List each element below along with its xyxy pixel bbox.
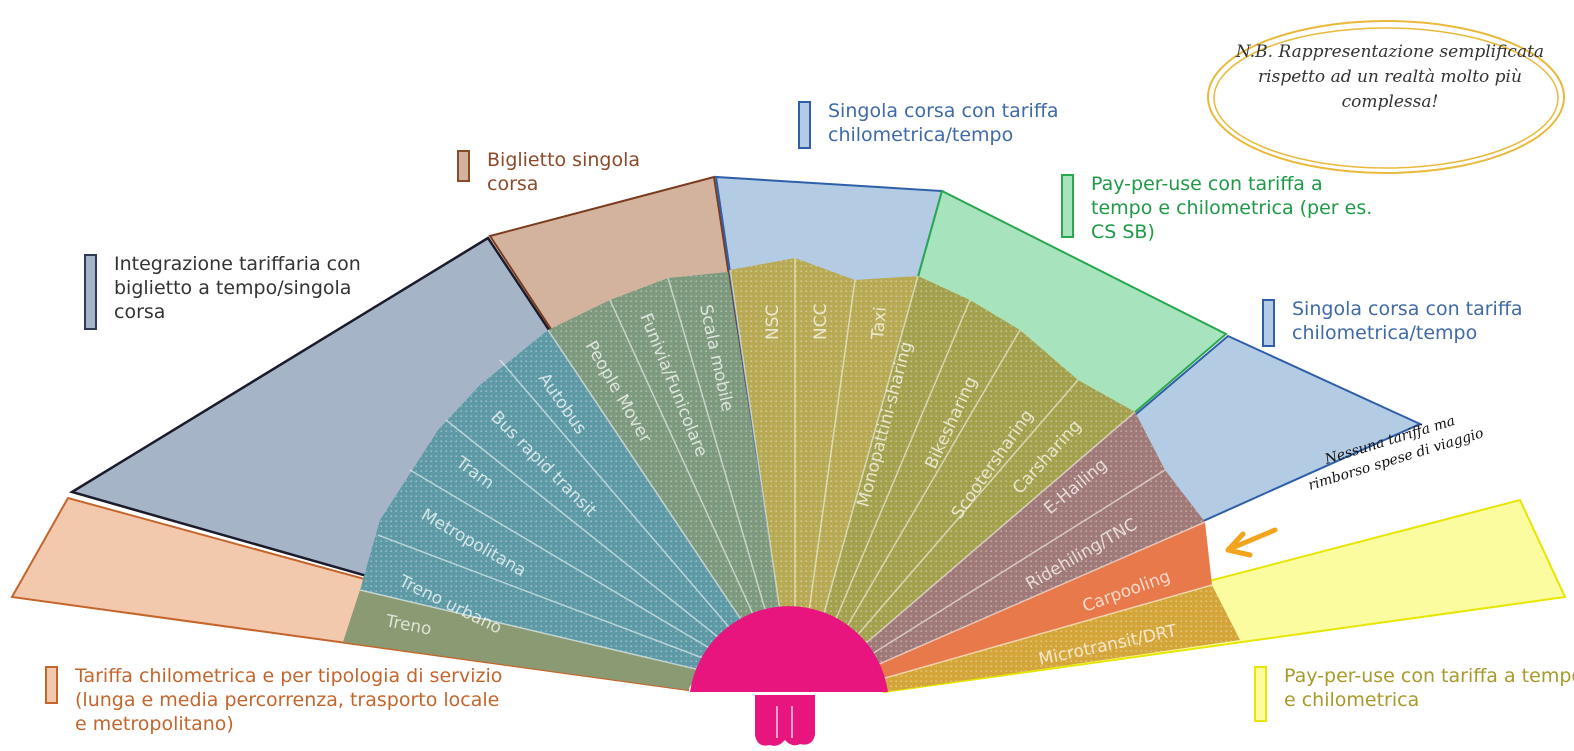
legend-singola-corsa-2: Singola corsa con tariffa chilometrica/t… bbox=[1262, 297, 1532, 347]
mode-sector-treno bbox=[343, 590, 700, 690]
legend-biglietto: Biglietto singola corsa bbox=[457, 148, 697, 196]
legend-text: Biglietto singola corsa bbox=[487, 149, 641, 195]
legend-swatch bbox=[84, 254, 97, 330]
legend-singola-corsa-1: Singola corsa con tariffa chilometrica/t… bbox=[798, 99, 1128, 149]
legend-swatch bbox=[457, 150, 470, 182]
mode-sector-microtransit-dots bbox=[878, 585, 1240, 692]
mode-sector-hailing-dots bbox=[858, 412, 1205, 668]
mode-sector-ncc-dots bbox=[730, 258, 918, 635]
legend-text: Pay-per-use con tariffa a tempo e chilom… bbox=[1091, 173, 1373, 243]
legend-pay-per-use-1: Pay-per-use con tariffa a tempo e chilom… bbox=[1061, 172, 1376, 244]
fan-handle-base bbox=[755, 695, 815, 746]
legend-swatch bbox=[1262, 299, 1275, 347]
legend-swatch bbox=[1254, 666, 1267, 722]
note-ellipse bbox=[1207, 20, 1565, 174]
legend-text: Pay-per-use con tariffa a tempo e chilom… bbox=[1284, 665, 1574, 711]
legend-text: Integrazione tariffaria con biglietto a … bbox=[114, 253, 361, 323]
mode-sector-carpooling bbox=[870, 522, 1212, 680]
legend-swatch bbox=[45, 666, 58, 704]
arrow-icon bbox=[1225, 527, 1278, 558]
legend-text: Singola corsa con tariffa chilometrica/t… bbox=[828, 100, 1059, 146]
fan-handle bbox=[690, 606, 888, 692]
legend-integrazione: Integrazione tariffaria con biglietto a … bbox=[84, 252, 394, 330]
note-text: N.B. Rappresentazione semplificata rispe… bbox=[1235, 42, 1545, 112]
mode-label-taxi: Taxi bbox=[868, 306, 891, 341]
legend-text: Singola corsa con tariffa chilometrica/t… bbox=[1292, 298, 1523, 344]
legend-text: Tariffa chilometrica e per tipologia di … bbox=[75, 665, 503, 735]
legend-tariffa-chilometrica: Tariffa chilometrica e per tipologia di … bbox=[45, 664, 515, 736]
mode-sector-impianti-dots bbox=[548, 272, 783, 636]
legend-swatch bbox=[798, 101, 811, 149]
mode-label-ncc: NCC bbox=[811, 304, 831, 340]
mode-label-nsc: NSC bbox=[763, 305, 783, 340]
mode-sector-tpl-dots bbox=[360, 330, 770, 670]
legend-swatch bbox=[1061, 174, 1074, 238]
legend-pay-per-use-2: Pay-per-use con tariffa a tempo e chilom… bbox=[1254, 664, 1574, 722]
mode-sector-sharing-dots bbox=[818, 276, 1135, 650]
